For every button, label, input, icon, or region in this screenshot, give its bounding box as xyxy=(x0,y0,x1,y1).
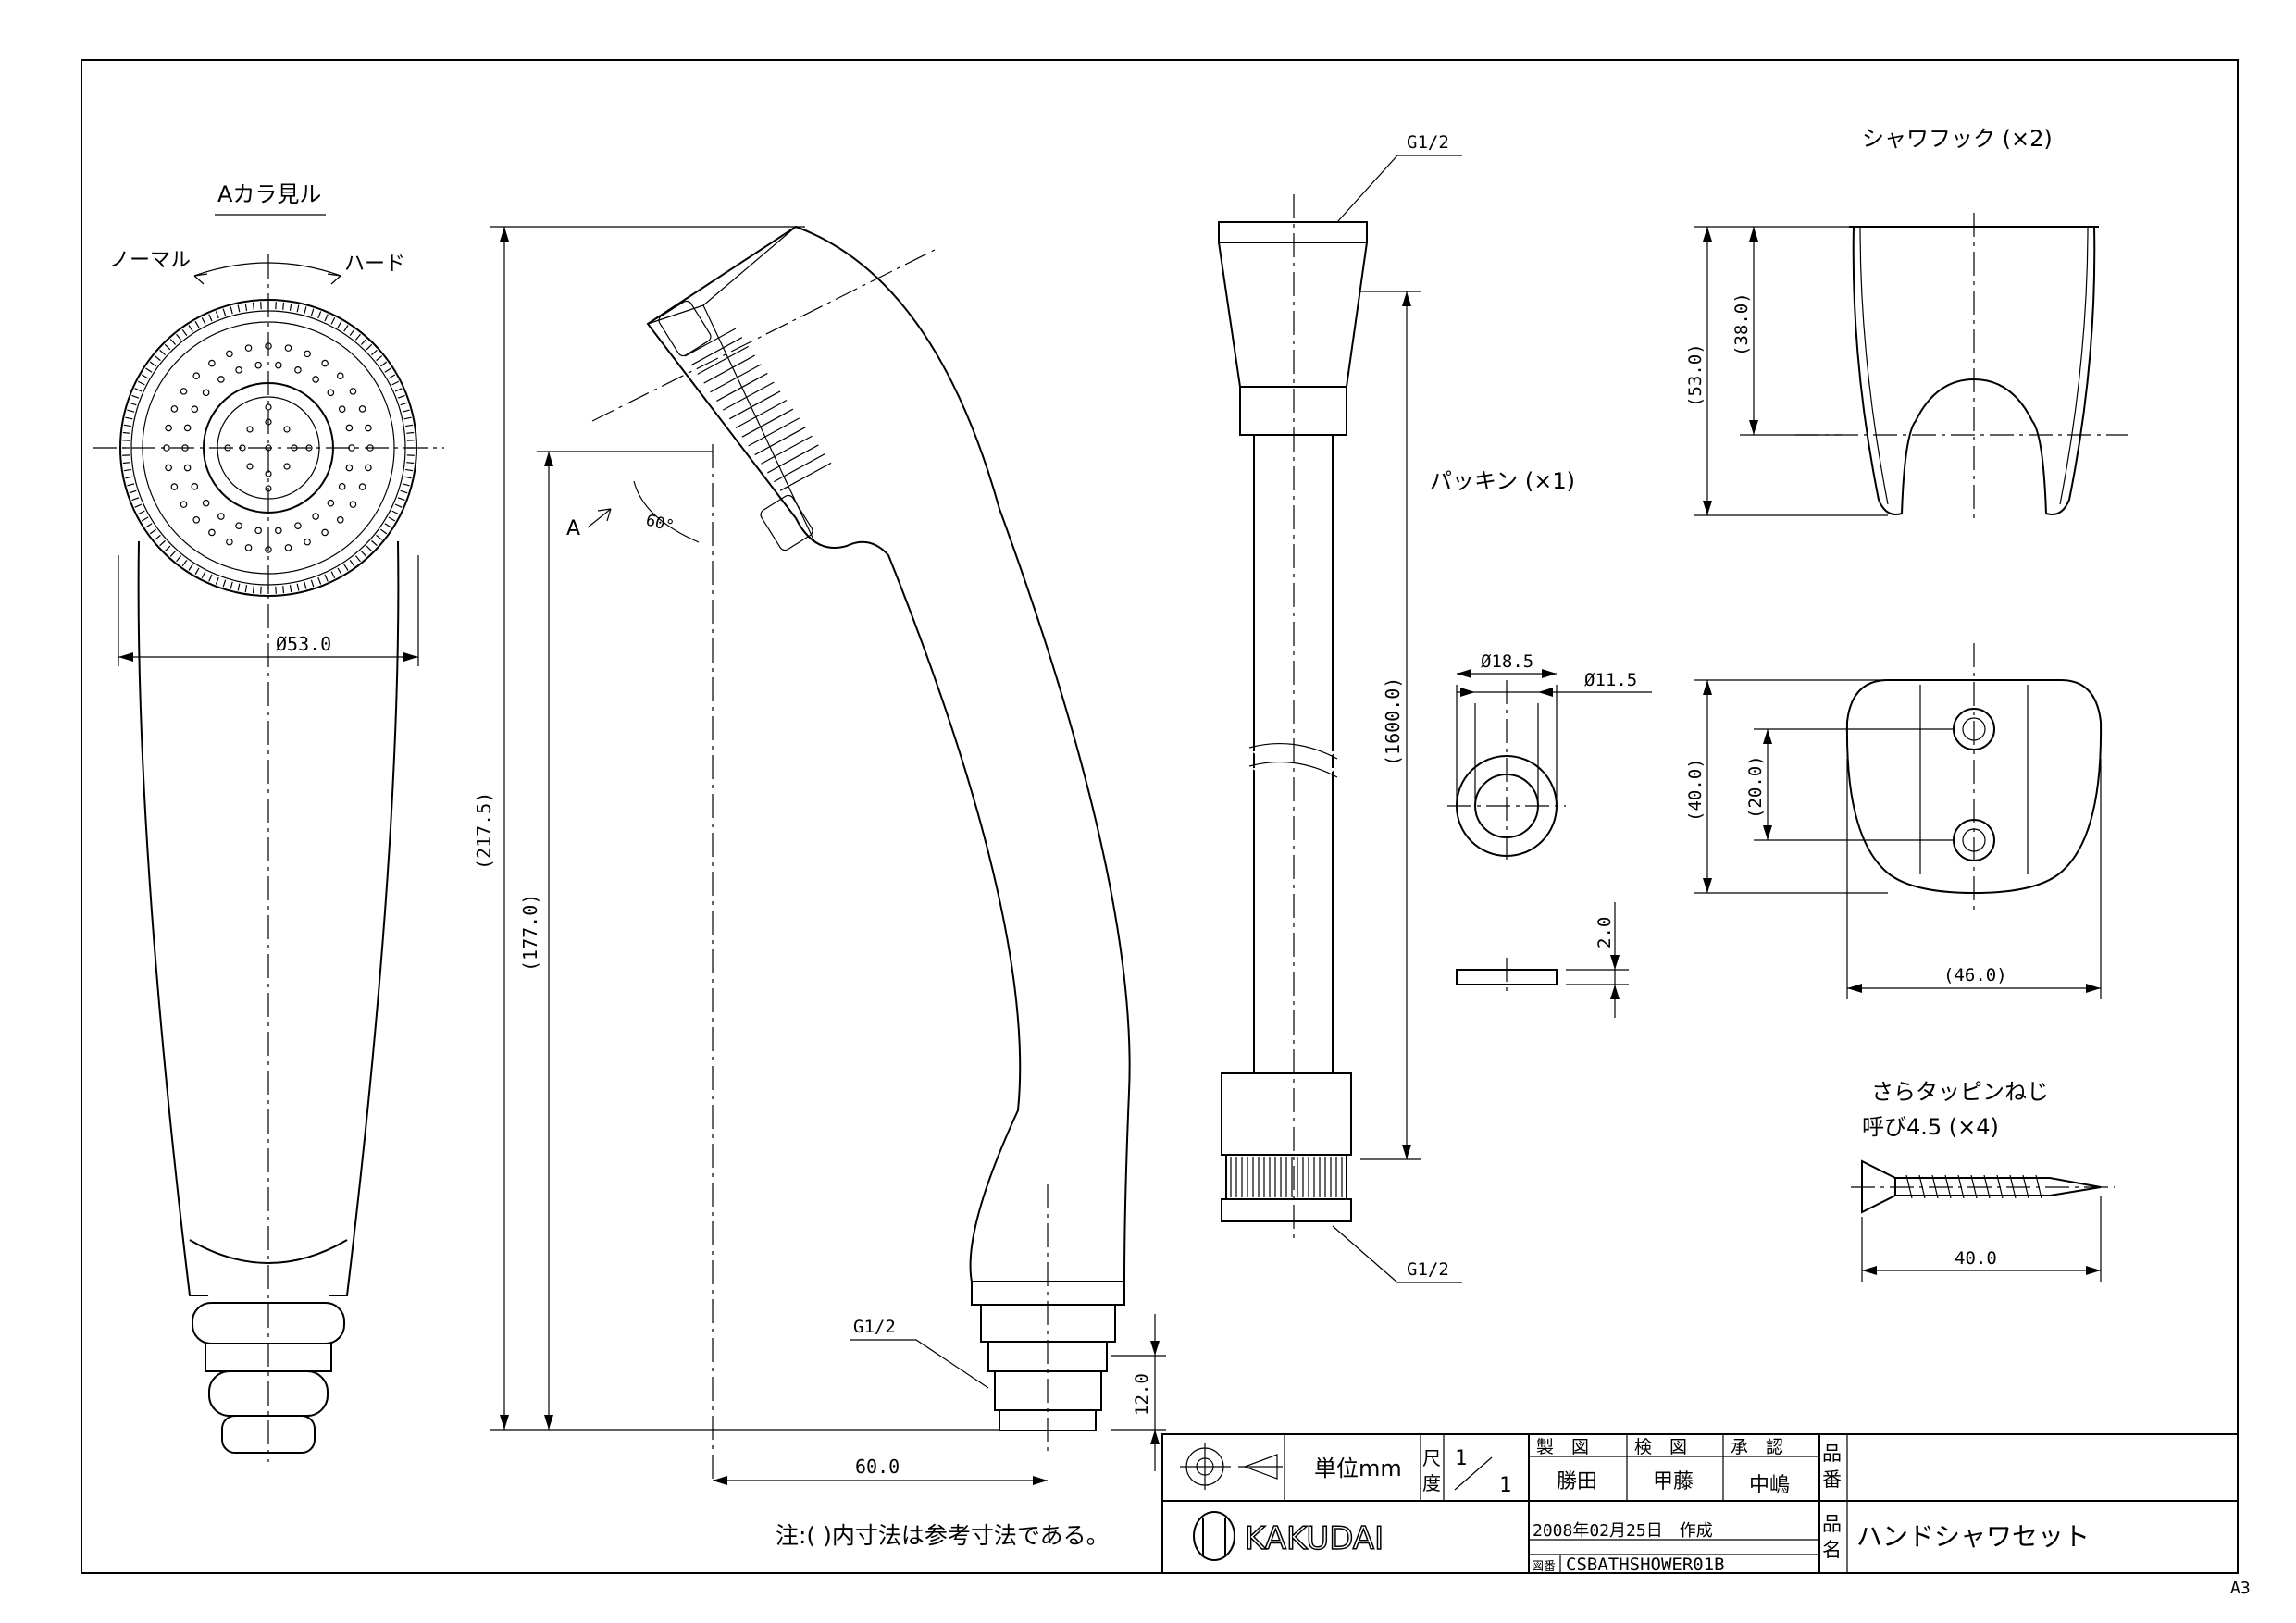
name-label-2: 名 xyxy=(1822,1539,1842,1561)
hook-total-height: (53.0) xyxy=(1685,343,1706,407)
packing-thickness: 2.0 xyxy=(1595,917,1615,948)
title-block: 単位mm 尺 度 1 1 製 図 検 図 承 認 勝田 甲藤 中嶋 品 番 品 … xyxy=(1161,1433,2239,1575)
drawing-date: 2008年02月25日 作成 xyxy=(1533,1521,1713,1541)
drawn-by: 勝田 xyxy=(1557,1470,1597,1493)
name-label-1: 品 xyxy=(1822,1513,1842,1535)
front-view-title: Aカラ見ル xyxy=(217,181,321,207)
part-no-label-1: 品 xyxy=(1822,1443,1842,1465)
side-thread-label: G1/2 xyxy=(853,1317,896,1337)
approved-by: 中嶋 xyxy=(1749,1474,1790,1497)
scale-label-1: 尺 xyxy=(1422,1447,1441,1469)
hose-view: G1/2 G1/2 (1600.0) xyxy=(1217,132,1462,1283)
drawn-label: 製 図 xyxy=(1536,1437,1589,1457)
head-diameter: Ø53.0 xyxy=(276,633,331,655)
sheet-border xyxy=(81,59,2239,1574)
approved-label: 承 認 xyxy=(1731,1437,1783,1457)
reference-note: 注:( )内寸法は参考寸法である。 xyxy=(776,1522,1110,1549)
side-view: (217.5) (177.0) 60.0 G1/2 12.0 60° A xyxy=(473,225,1166,1485)
packing-inner-dia: Ø11.5 xyxy=(1584,670,1637,690)
hose-top-thread: G1/2 xyxy=(1407,132,1449,153)
scale-denominator: 1 xyxy=(1499,1474,1511,1497)
hook-title: シャワフック (×2) xyxy=(1862,126,2053,152)
paper-size: A3 xyxy=(2230,1579,2251,1598)
drawing-number: CSBATHSHOWER01B xyxy=(1566,1555,1725,1575)
part-no-label-2: 番 xyxy=(1822,1468,1842,1491)
hard-label: ハード xyxy=(344,253,405,276)
checked-by: 甲藤 xyxy=(1653,1470,1694,1493)
hose-length: (1600.0) xyxy=(1382,677,1404,766)
unit-label: 単位mm xyxy=(1314,1456,1402,1481)
view-arrow-label: A xyxy=(566,517,580,540)
hook-slot-height: (38.0) xyxy=(1731,292,1752,356)
screw-view: さらタッピンねじ 呼び4.5 (×4) 40.0 xyxy=(1851,1079,2115,1282)
screw-title-2: 呼び4.5 (×4) xyxy=(1862,1114,1999,1140)
overall-height: (217.5) xyxy=(473,792,495,870)
screw-title-1: さらタッピンねじ xyxy=(1871,1079,2049,1105)
company-logo xyxy=(1193,1511,1235,1561)
hook-hole-pitch: (20.0) xyxy=(1745,755,1766,819)
thread-length: 12.0 xyxy=(1132,1373,1152,1416)
drawing-no-label: 図番 xyxy=(1532,1560,1556,1574)
hook-base-height: (40.0) xyxy=(1685,758,1706,822)
front-view: Aカラ見ル ノーマル ハード Ø53.0 xyxy=(93,181,444,1462)
horizontal-offset: 60.0 xyxy=(855,1456,900,1478)
packing-title: パッキン (×1) xyxy=(1430,468,1575,494)
packing-view: パッキン (×1) Ø18.5 Ø11.5 2.0 xyxy=(1430,468,1652,1018)
hook-view: シャワフック (×2) (53.0) (38.0) (40.0) (20.0) xyxy=(1685,126,2128,999)
company-name: KAKUDAI xyxy=(1245,1520,1384,1557)
scale-numerator: 1 xyxy=(1455,1447,1467,1470)
scale-label-2: 度 xyxy=(1422,1472,1441,1494)
normal-label: ノーマル xyxy=(109,249,191,272)
screw-length: 40.0 xyxy=(1955,1248,1997,1269)
handle-height: (177.0) xyxy=(519,894,541,972)
rotation-arrow xyxy=(193,262,341,277)
checked-label: 検 図 xyxy=(1634,1437,1687,1457)
hose-bottom-thread: G1/2 xyxy=(1407,1259,1449,1280)
spray-angle: 60° xyxy=(644,511,676,536)
hook-width: (46.0) xyxy=(1943,965,2007,985)
packing-outer-dia: Ø18.5 xyxy=(1481,651,1533,672)
product-name: ハンドシャワセット xyxy=(1856,1521,2090,1552)
